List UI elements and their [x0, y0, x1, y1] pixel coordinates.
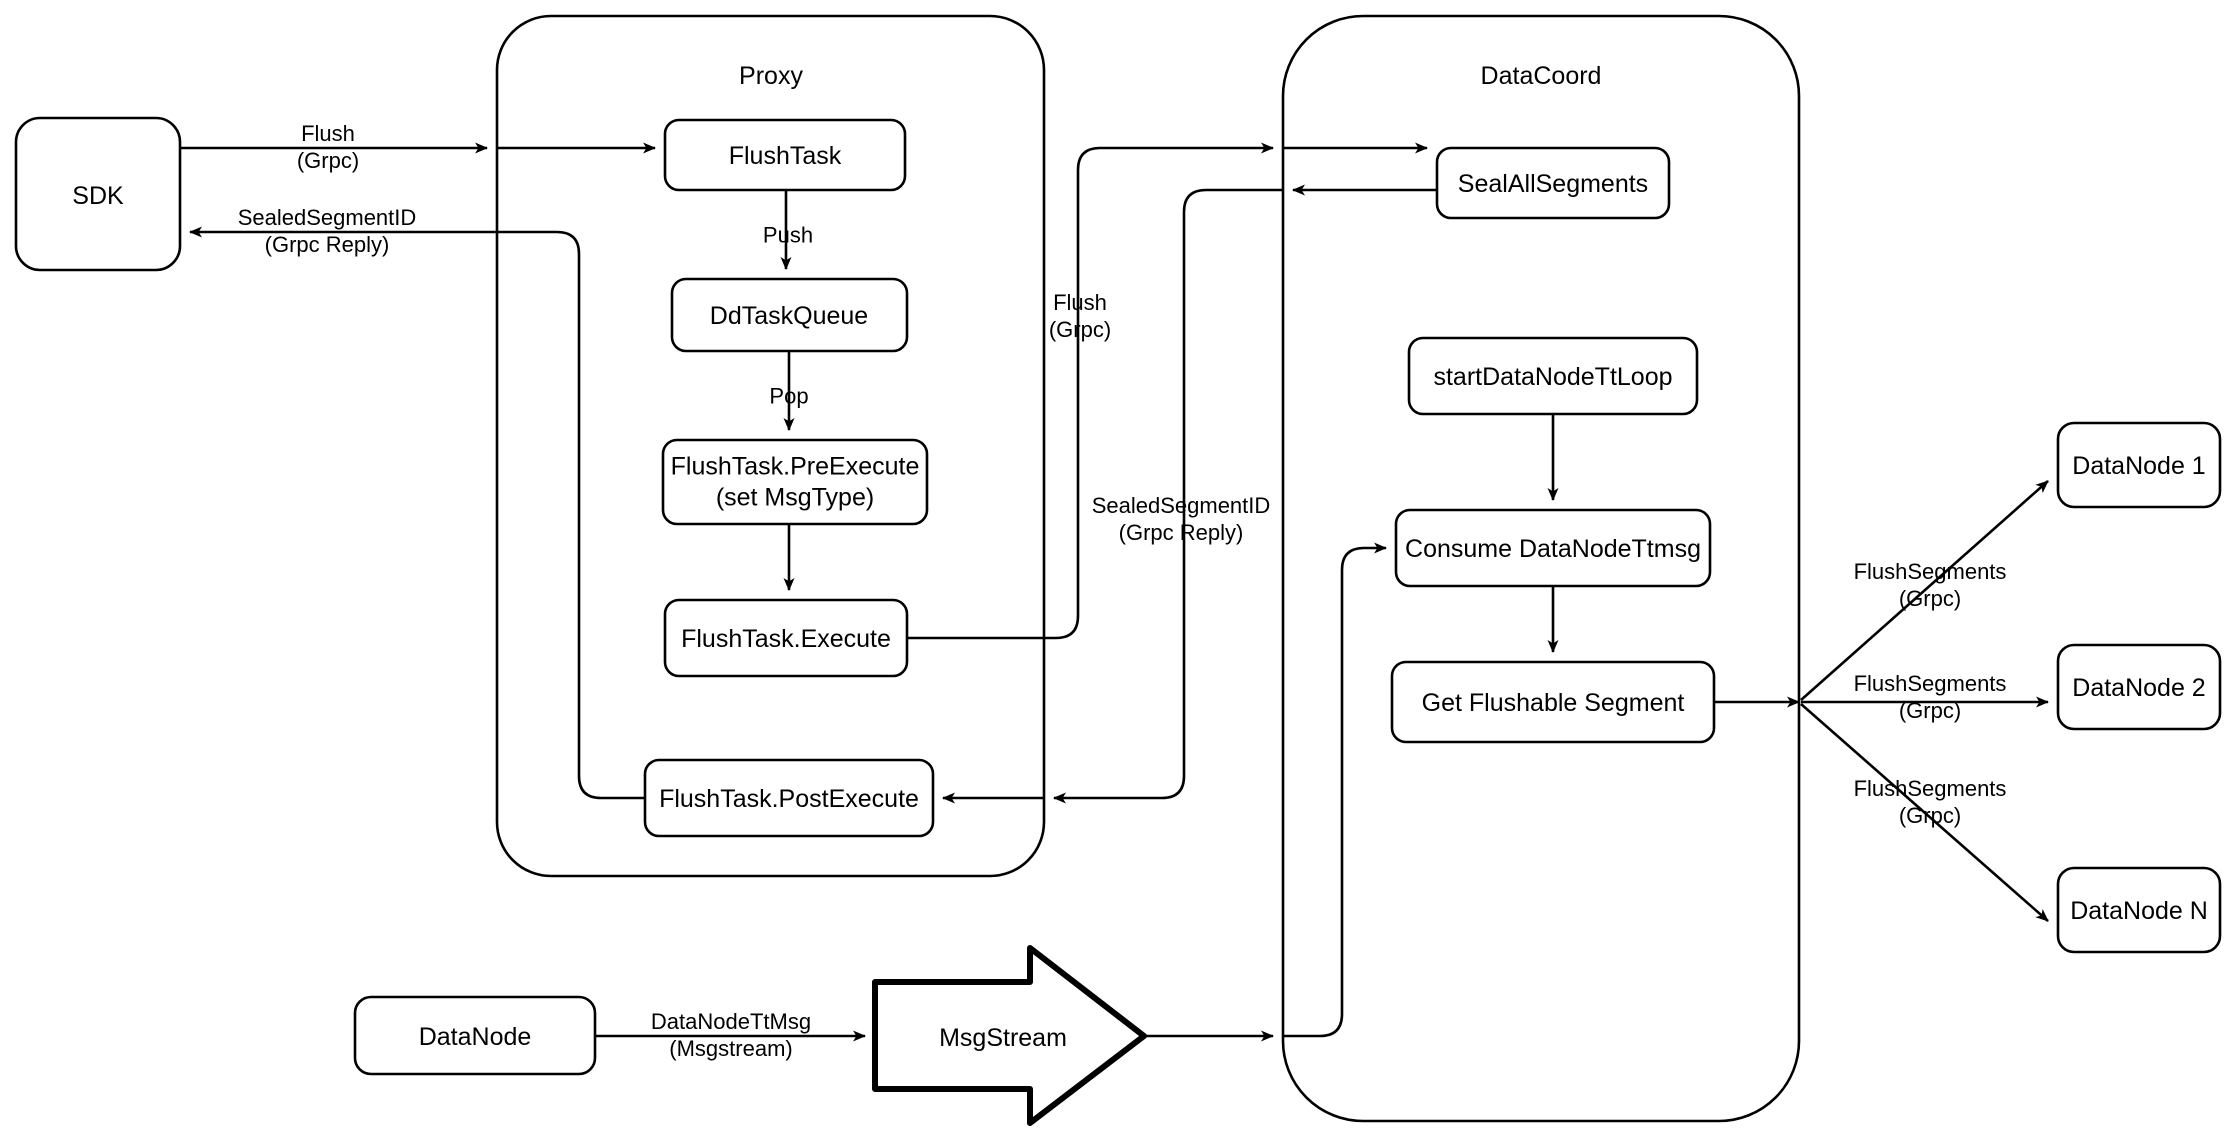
edge-execute-to-datacoord	[907, 142, 1274, 640]
node-start-tt-loop	[1407, 336, 1699, 416]
node-dd-task-queue	[670, 277, 909, 353]
node-datanode-2	[2056, 643, 2222, 731]
shape-msgstream-arrow	[872, 945, 1147, 1126]
edge-datacoord-ttmsg-to-consume	[1283, 542, 1387, 1038]
edge-postexecute-to-sdk-return	[487, 230, 645, 800]
node-execute	[663, 598, 909, 678]
node-sdk	[14, 116, 182, 272]
node-seal-all-segments	[1435, 146, 1671, 220]
node-consume-ttmsg	[1394, 508, 1712, 588]
node-flush-task	[663, 118, 907, 192]
edge-datacoord-reply-to-postexecute	[1053, 188, 1283, 804]
node-post-execute	[643, 758, 935, 838]
node-pre-execute	[661, 438, 929, 526]
node-datanode-n	[2056, 866, 2222, 954]
node-datanode-1	[2056, 421, 2222, 509]
edge-hub-to-datanode-1	[1800, 480, 2049, 701]
node-get-flushable	[1390, 660, 1716, 744]
node-datanode-src	[353, 995, 597, 1076]
edge-hub-to-datanode-n	[1800, 703, 2049, 922]
